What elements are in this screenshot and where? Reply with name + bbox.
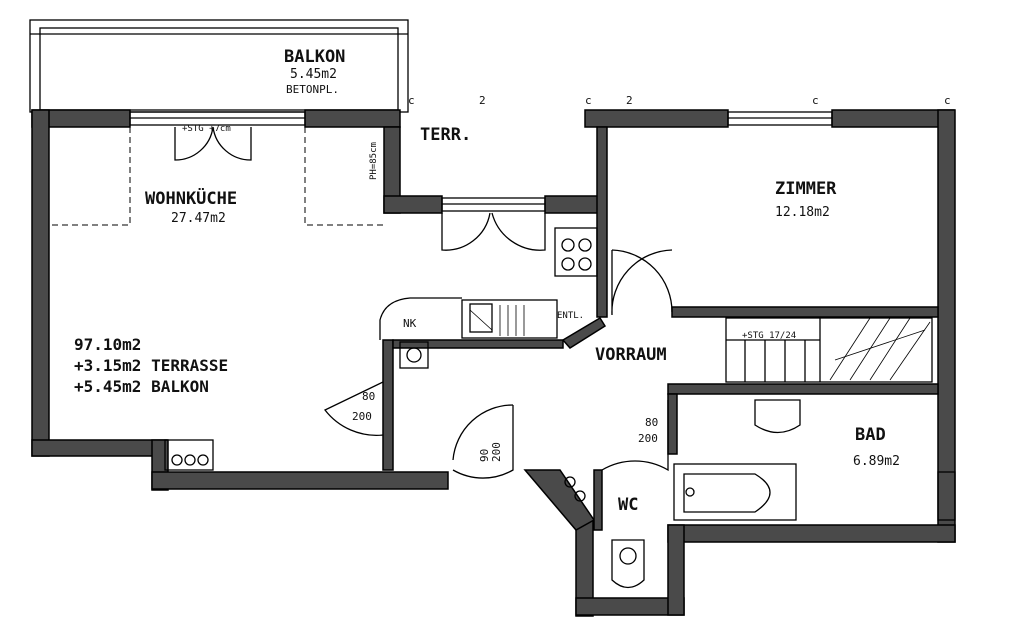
annotation-window-kitchen: +STG +7cm [182, 124, 231, 134]
grid-marker-2b: 2 [479, 94, 486, 107]
door-width-wc: 80 [645, 416, 658, 429]
annotation-window-stair: +STG 17/24 [742, 331, 796, 341]
room-note-balkon: BETONPL. [286, 83, 339, 96]
room-name-wohnkueche: WOHNKÜCHE [145, 187, 237, 209]
room-name-terrasse: TERR. [420, 125, 471, 145]
grid-marker-2a: 2 [626, 94, 633, 107]
room-area-zimmer: 12.18m2 [775, 205, 830, 220]
door-swings [174, 126, 673, 479]
room-name-zimmer: ZIMMER [775, 179, 837, 199]
room-area-balkon: 5.45m2 [290, 67, 337, 82]
annotation-nk: NK [403, 317, 417, 330]
total-balcony-area: +5.45m2 BALKON [74, 377, 209, 396]
bathroom-fixtures [564, 399, 801, 589]
kitchen-projection [49, 127, 384, 226]
door-width-middle: 90 [478, 449, 491, 462]
exterior-walls [31, 109, 956, 617]
interior-walls [382, 126, 939, 531]
balcony-outline [29, 19, 409, 113]
annotation-parapet: PH=85cm [369, 142, 379, 180]
kitchen-fixtures [379, 227, 598, 369]
room-name-wc: WC [618, 495, 638, 515]
room-area-wohnkueche: 27.47m2 [171, 211, 226, 226]
room-name-bad: BAD [855, 425, 886, 445]
door-height-wc: 200 [638, 432, 658, 445]
total-terrace-area: +3.15m2 TERRASSE [74, 356, 228, 375]
grid-marker-c3: c [812, 94, 819, 107]
door-width-left: 80 [362, 390, 375, 403]
windows [129, 111, 956, 521]
stairs [725, 317, 933, 383]
grid-marker-c4: c [944, 94, 951, 107]
room-name-vorraum: VORRAUM [595, 345, 667, 365]
door-height-left: 200 [352, 410, 372, 423]
door-height-middle: 200 [490, 442, 503, 462]
room-name-balkon: BALKON [284, 47, 345, 67]
total-living-area: 97.10m2 [74, 335, 141, 354]
grid-marker-c2: c [585, 94, 592, 107]
room-area-bad: 6.89m2 [853, 454, 900, 469]
grid-marker-c1: c [408, 94, 415, 107]
grid-markers: c c c c 2 2 [408, 94, 951, 107]
annotation-entl: ENTL. [557, 311, 584, 321]
